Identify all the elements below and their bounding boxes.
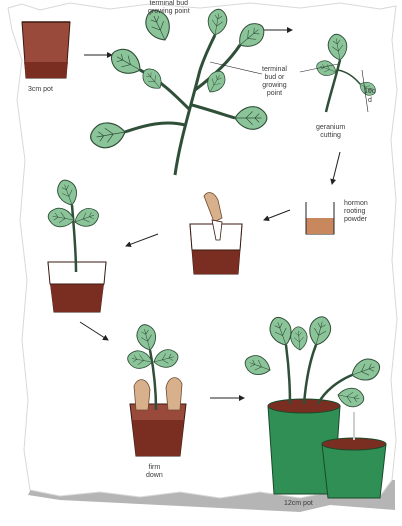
label-terminal-bud-mid: terminal bud or growing point	[262, 66, 287, 98]
small-pot-top	[22, 22, 70, 78]
label-hormone-powder: hormon rooting powder	[344, 200, 368, 224]
label-cutting-length-b: d	[368, 97, 372, 105]
label-geranium-cutting: geranium cutting	[316, 124, 345, 140]
label-big-pot: 12cm pot	[284, 500, 313, 508]
label-top-pot: 3cm pot	[28, 86, 53, 94]
label-firm-down: firm down	[146, 464, 163, 480]
label-cutting-length-a: 10c	[364, 88, 375, 96]
label-terminal-bud-top: terminal bud growing point	[148, 0, 190, 16]
